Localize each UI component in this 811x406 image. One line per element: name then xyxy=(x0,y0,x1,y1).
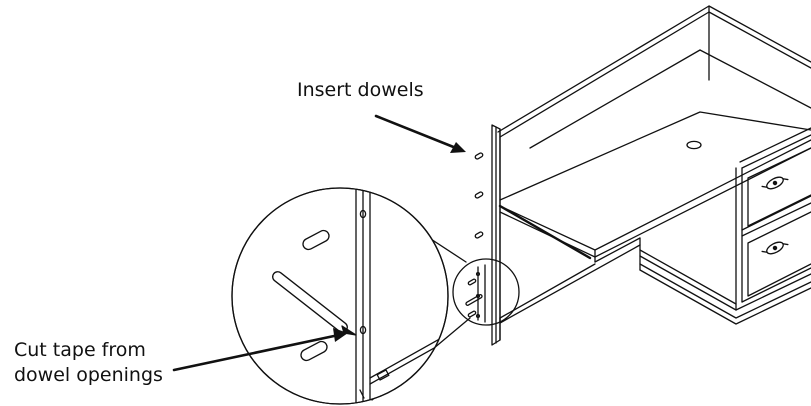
cut-tape-label: Cut tape from dowel openings xyxy=(14,338,163,388)
magnified-detail xyxy=(231,187,449,405)
detail-circle xyxy=(452,258,520,326)
cut-tape-label-line1: Cut tape from xyxy=(14,339,146,361)
drawer-pull-icon xyxy=(761,176,789,190)
desk-hutch xyxy=(491,5,811,346)
insert-dowels-label: Insert dowels xyxy=(297,79,424,101)
cut-tape-label-line2: dowel openings xyxy=(14,364,163,386)
cut-tape-arrow xyxy=(172,328,348,372)
dowel-icons xyxy=(474,152,484,239)
drawer-pull-icon xyxy=(761,241,789,255)
insert-dowels-arrow xyxy=(374,114,466,153)
